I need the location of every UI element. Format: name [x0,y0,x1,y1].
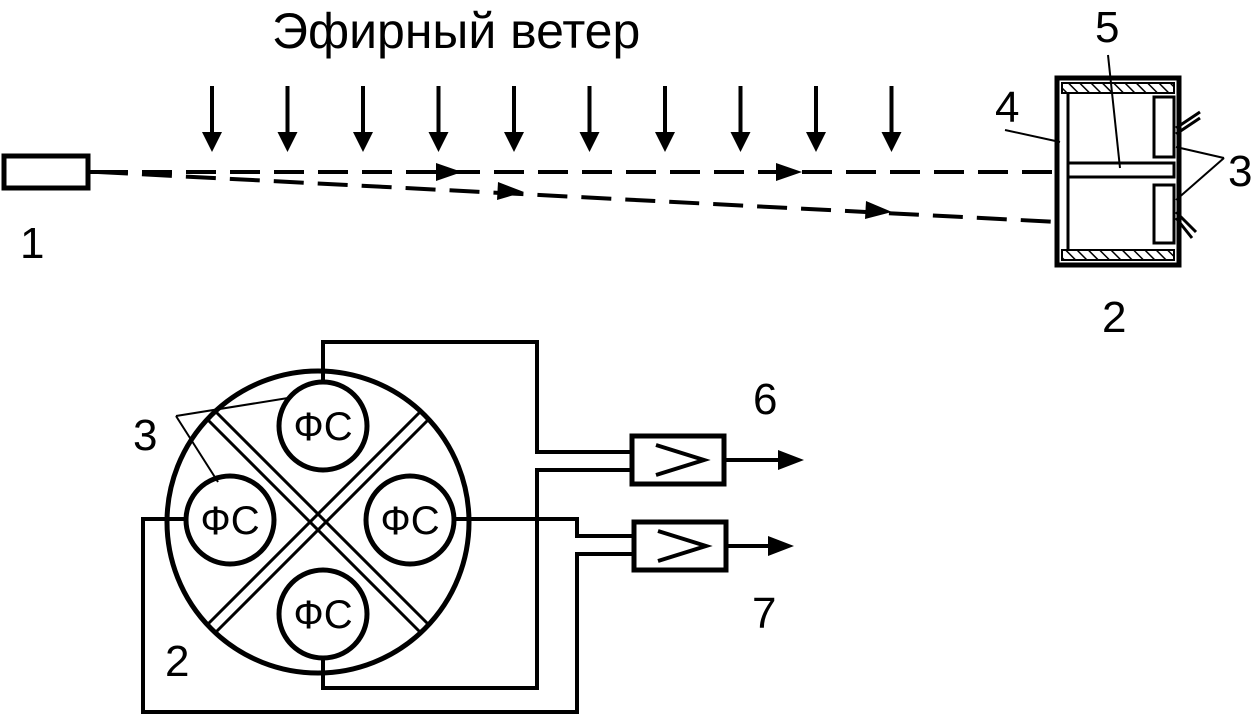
label-receiver-top: 2 [1102,293,1126,342]
receiver-front-view [164,368,472,676]
photocell-left-label: ФС [200,499,259,543]
label-laser: 1 [20,219,44,268]
beam-arrowhead [436,163,462,181]
label-output-7: 7 [752,589,776,638]
beam-arrowhead [497,182,524,200]
wind-arrow [504,86,524,152]
laser-source [1,153,98,191]
photocell-right-label: ФС [380,499,439,543]
beam-arrowhead [865,201,892,219]
wind-arrow [881,86,902,152]
wind-arrow [353,86,373,152]
wind-arrow [655,86,675,152]
label-photocells-top: 3 [1228,147,1252,196]
circuit-wires [141,340,634,714]
wind-arrow [806,86,826,152]
beam-deflected [97,170,1059,224]
beam-arrowhead [776,163,802,181]
diagram-title: Эфирный ветер [272,3,640,59]
amplifier-7 [631,519,794,573]
light-beams [97,163,1059,224]
amplifier-6 [629,433,804,487]
wind-arrow [428,86,449,152]
label-partition: 5 [1095,3,1119,52]
photocell-top-label: ФС [293,405,352,449]
wind-arrow [202,86,222,152]
ether-wind-arrows [202,86,902,152]
wind-arrow [730,86,751,152]
photocell-bottom-label: ФС [293,593,352,637]
label-photocells-bottom: 3 [133,411,157,460]
receiver-cross-section [1004,54,1225,268]
label-window: 4 [995,83,1019,132]
wind-arrow [579,86,600,152]
label-output-6: 6 [753,375,777,424]
label-receiver-bottom: 2 [165,637,189,686]
wind-arrow [277,86,298,152]
